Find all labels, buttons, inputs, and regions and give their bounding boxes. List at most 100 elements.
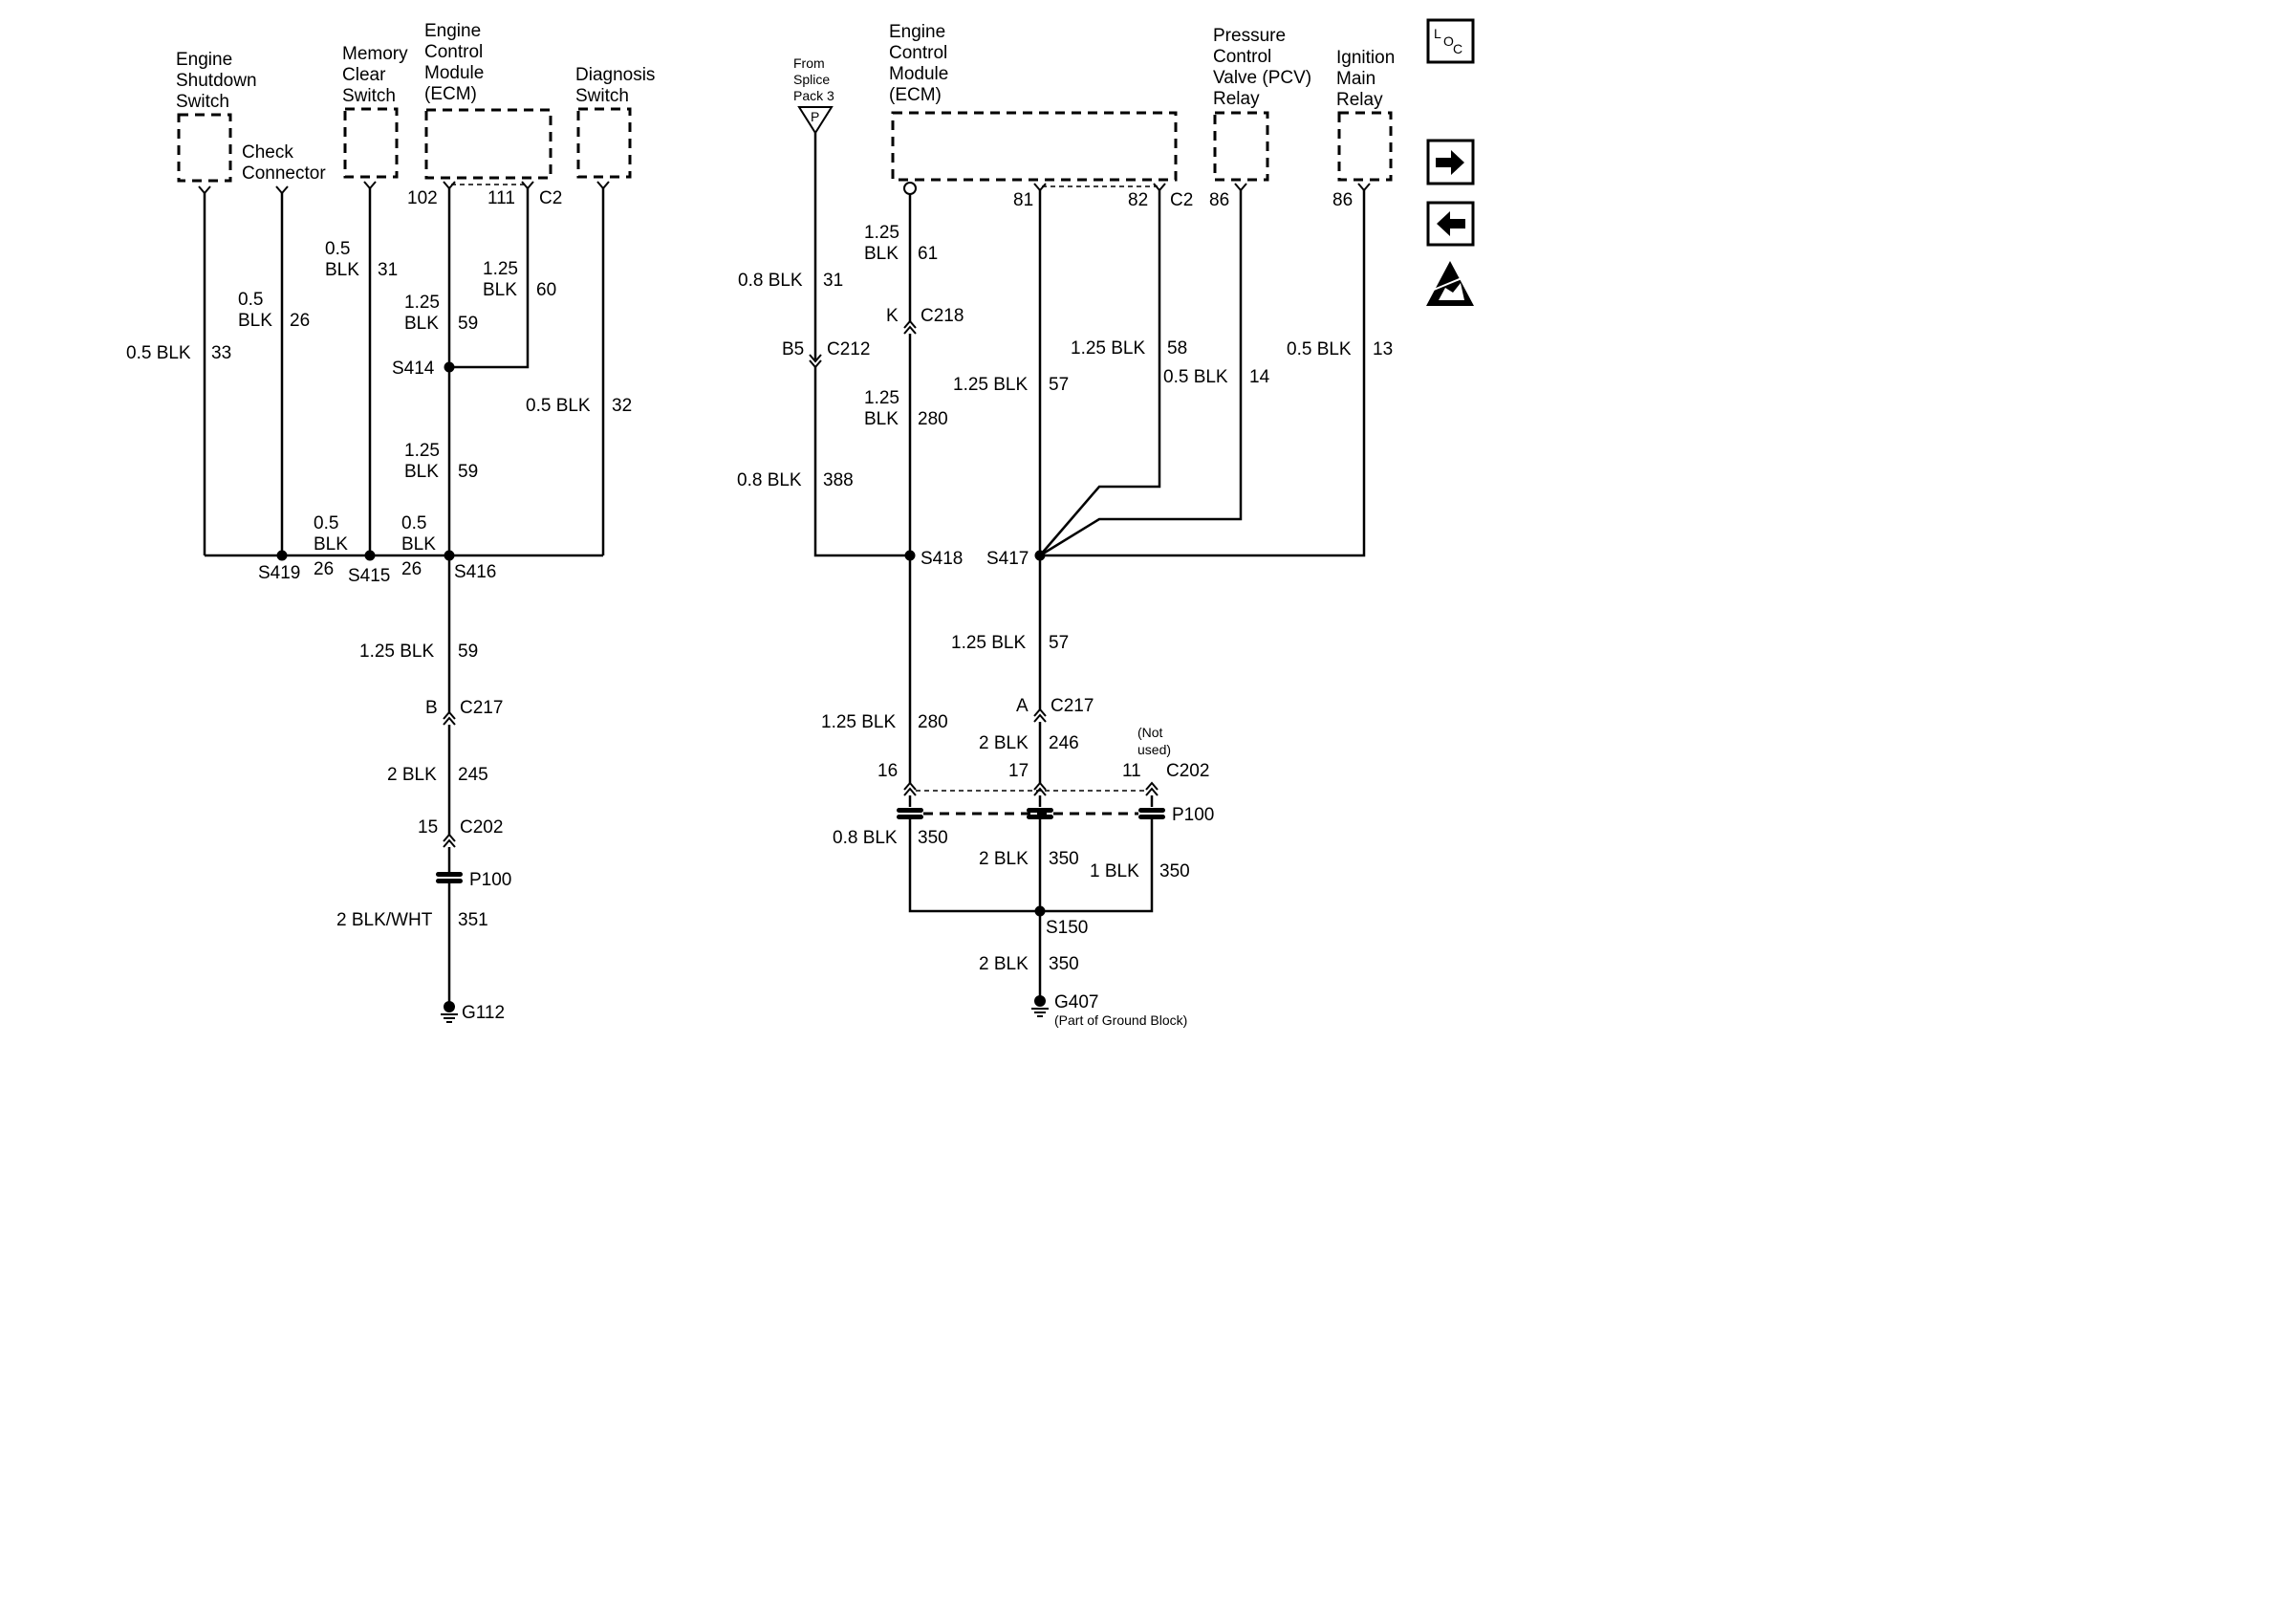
c202-right-terminal-11 xyxy=(1145,781,1159,796)
wire-350b-size: 2 BLK xyxy=(979,849,1029,869)
from-splice-pack-label: From Splice Pack 3 xyxy=(793,55,834,103)
ecm-right-connector-c2: C2 xyxy=(1170,190,1193,210)
wire-388 xyxy=(813,367,910,557)
left-arrow-icon xyxy=(1437,211,1465,236)
ecm-left-box xyxy=(424,108,552,180)
wire-14 xyxy=(1039,190,1243,557)
wire-350b-circuit: 350 xyxy=(1049,849,1079,869)
wire-59-upper-circuit: 59 xyxy=(458,314,478,334)
splice-s419-label: S419 xyxy=(258,563,300,583)
wire-61-size: 1.25 BLK xyxy=(864,223,904,264)
wire-57-upper-circuit: 57 xyxy=(1049,375,1069,395)
ground-g407-symbol xyxy=(1031,995,1049,1017)
c217-right-pin: A xyxy=(1016,696,1029,716)
previous-page-button[interactable] xyxy=(1426,201,1475,247)
wire-26-circuit: 26 xyxy=(290,311,310,331)
wire-280-lower-circuit: 280 xyxy=(918,712,948,732)
splice-pack-letter: P xyxy=(811,109,819,124)
wire-61-circuit: 61 xyxy=(918,244,938,264)
svg-text:C: C xyxy=(1453,41,1462,56)
c202-left-name: C202 xyxy=(460,817,503,838)
splice-pack-triangle xyxy=(797,106,834,135)
wire-245-circuit: 245 xyxy=(458,765,488,785)
c202-right-pin-16: 16 xyxy=(877,761,898,781)
wire-58 xyxy=(1039,190,1161,556)
wire-13-circuit: 13 xyxy=(1373,339,1393,359)
terminal-mark xyxy=(363,181,377,190)
wire-246-size: 2 BLK xyxy=(979,733,1029,753)
c217-right-name: C217 xyxy=(1051,696,1094,716)
c202-right-terminal-16 xyxy=(903,781,917,796)
terminal-mark xyxy=(596,181,610,190)
ground-g112-label: G112 xyxy=(462,1003,505,1023)
wire-59-lower-circuit: 59 xyxy=(458,642,478,662)
wire-33-size: 0.5 BLK xyxy=(126,343,191,363)
wire-26b-circuit: 26 xyxy=(401,559,422,579)
wire-31-size: 0.5 BLK xyxy=(325,239,359,280)
wire-350-a xyxy=(908,819,1040,913)
wire-13-size: 0.5 BLK xyxy=(1287,339,1352,359)
ground-circuit-diagram: Engine Shutdown Switch Check Connector M… xyxy=(126,18,1475,1028)
engine-shutdown-switch-label: Engine Shutdown Switch xyxy=(176,50,262,112)
pcv-relay-box xyxy=(1213,111,1269,182)
splice-s419 xyxy=(276,550,288,561)
ground-g407-label: G407 xyxy=(1054,992,1098,1012)
wire-26a-size: 0.5 BLK xyxy=(314,513,348,555)
c218-name: C218 xyxy=(921,306,964,326)
wire-245-size: 2 BLK xyxy=(387,765,437,785)
wire-350d-circuit: 350 xyxy=(1049,954,1079,974)
wire-26-size: 0.5 BLK xyxy=(238,290,272,331)
wire-59-lower-size: 1.25 BLK xyxy=(359,642,434,662)
ecm-left-label: Engine Control Module (ECM) xyxy=(424,21,489,104)
wire-57-lower-size: 1.25 BLK xyxy=(951,633,1026,653)
ground-g112-symbol xyxy=(441,1001,458,1023)
next-page-button[interactable] xyxy=(1426,139,1475,185)
c217-left-name: C217 xyxy=(460,698,503,718)
terminal-mark xyxy=(198,185,211,195)
wire-280-lower-size: 1.25 BLK xyxy=(821,712,896,732)
ignition-relay-pin-86: 86 xyxy=(1332,190,1353,210)
diagnosis-switch-box xyxy=(576,107,632,179)
wire-350a-circuit: 350 xyxy=(918,828,948,848)
esd-warning-button[interactable] xyxy=(1426,261,1474,306)
c202-right-name: C202 xyxy=(1166,761,1209,781)
wire-32-circuit: 32 xyxy=(612,396,632,416)
c202-right-pin-11: 11 xyxy=(1122,761,1141,781)
wire-246-circuit: 246 xyxy=(1049,733,1079,753)
splice-s417-label: S417 xyxy=(986,549,1029,569)
right-arrow-icon xyxy=(1436,150,1464,175)
wire-31-right-circuit: 31 xyxy=(823,271,843,291)
wire-58-size: 1.25 BLK xyxy=(1071,338,1145,359)
c217-right-connector xyxy=(1033,707,1047,723)
pcv-relay-label: Pressure Control Valve (PCV) Relay xyxy=(1213,26,1316,109)
ecm-right-label: Engine Control Module (ECM) xyxy=(889,22,954,105)
wire-57-lower-circuit: 57 xyxy=(1049,633,1069,653)
wire-59-upper-size: 1.25 BLK xyxy=(404,293,444,334)
pcv-relay-pin-86: 86 xyxy=(1209,190,1229,210)
ground-g407-note: (Part of Ground Block) xyxy=(1054,1012,1187,1028)
terminal-mark xyxy=(275,185,289,195)
check-connector-label: Check Connector xyxy=(242,142,326,184)
ecm-right-pin-82: 82 xyxy=(1128,190,1148,210)
wire-388-circuit: 388 xyxy=(823,470,854,490)
left-ground-schematic: Engine Shutdown Switch Check Connector M… xyxy=(126,21,655,1023)
wire-350a-size: 0.8 BLK xyxy=(833,828,898,848)
p100-left-symbol xyxy=(436,872,463,883)
not-used-note: (Not used) xyxy=(1137,725,1171,757)
ecm-right-box xyxy=(891,111,1178,182)
c202-right-pin-17: 17 xyxy=(1008,761,1029,781)
ecm-right-shield-terminal xyxy=(903,182,917,195)
c217-left-pin: B xyxy=(425,698,438,718)
wire-14-size: 0.5 BLK xyxy=(1163,367,1228,387)
p100-left-label: P100 xyxy=(469,870,511,890)
wire-59-mid-circuit: 59 xyxy=(458,462,478,482)
esd-hand-glyph xyxy=(1439,283,1464,300)
location-button[interactable]: L O C xyxy=(1426,18,1475,64)
engine-shutdown-switch-box xyxy=(177,113,232,183)
wire-350c-circuit: 350 xyxy=(1159,861,1190,881)
wire-351-size: 2 BLK/WHT xyxy=(336,910,433,930)
c218-pin: K xyxy=(886,306,899,326)
wire-280-upper-circuit: 280 xyxy=(918,409,948,429)
c202-right-terminal-17 xyxy=(1033,781,1047,796)
wire-13 xyxy=(1040,190,1366,557)
